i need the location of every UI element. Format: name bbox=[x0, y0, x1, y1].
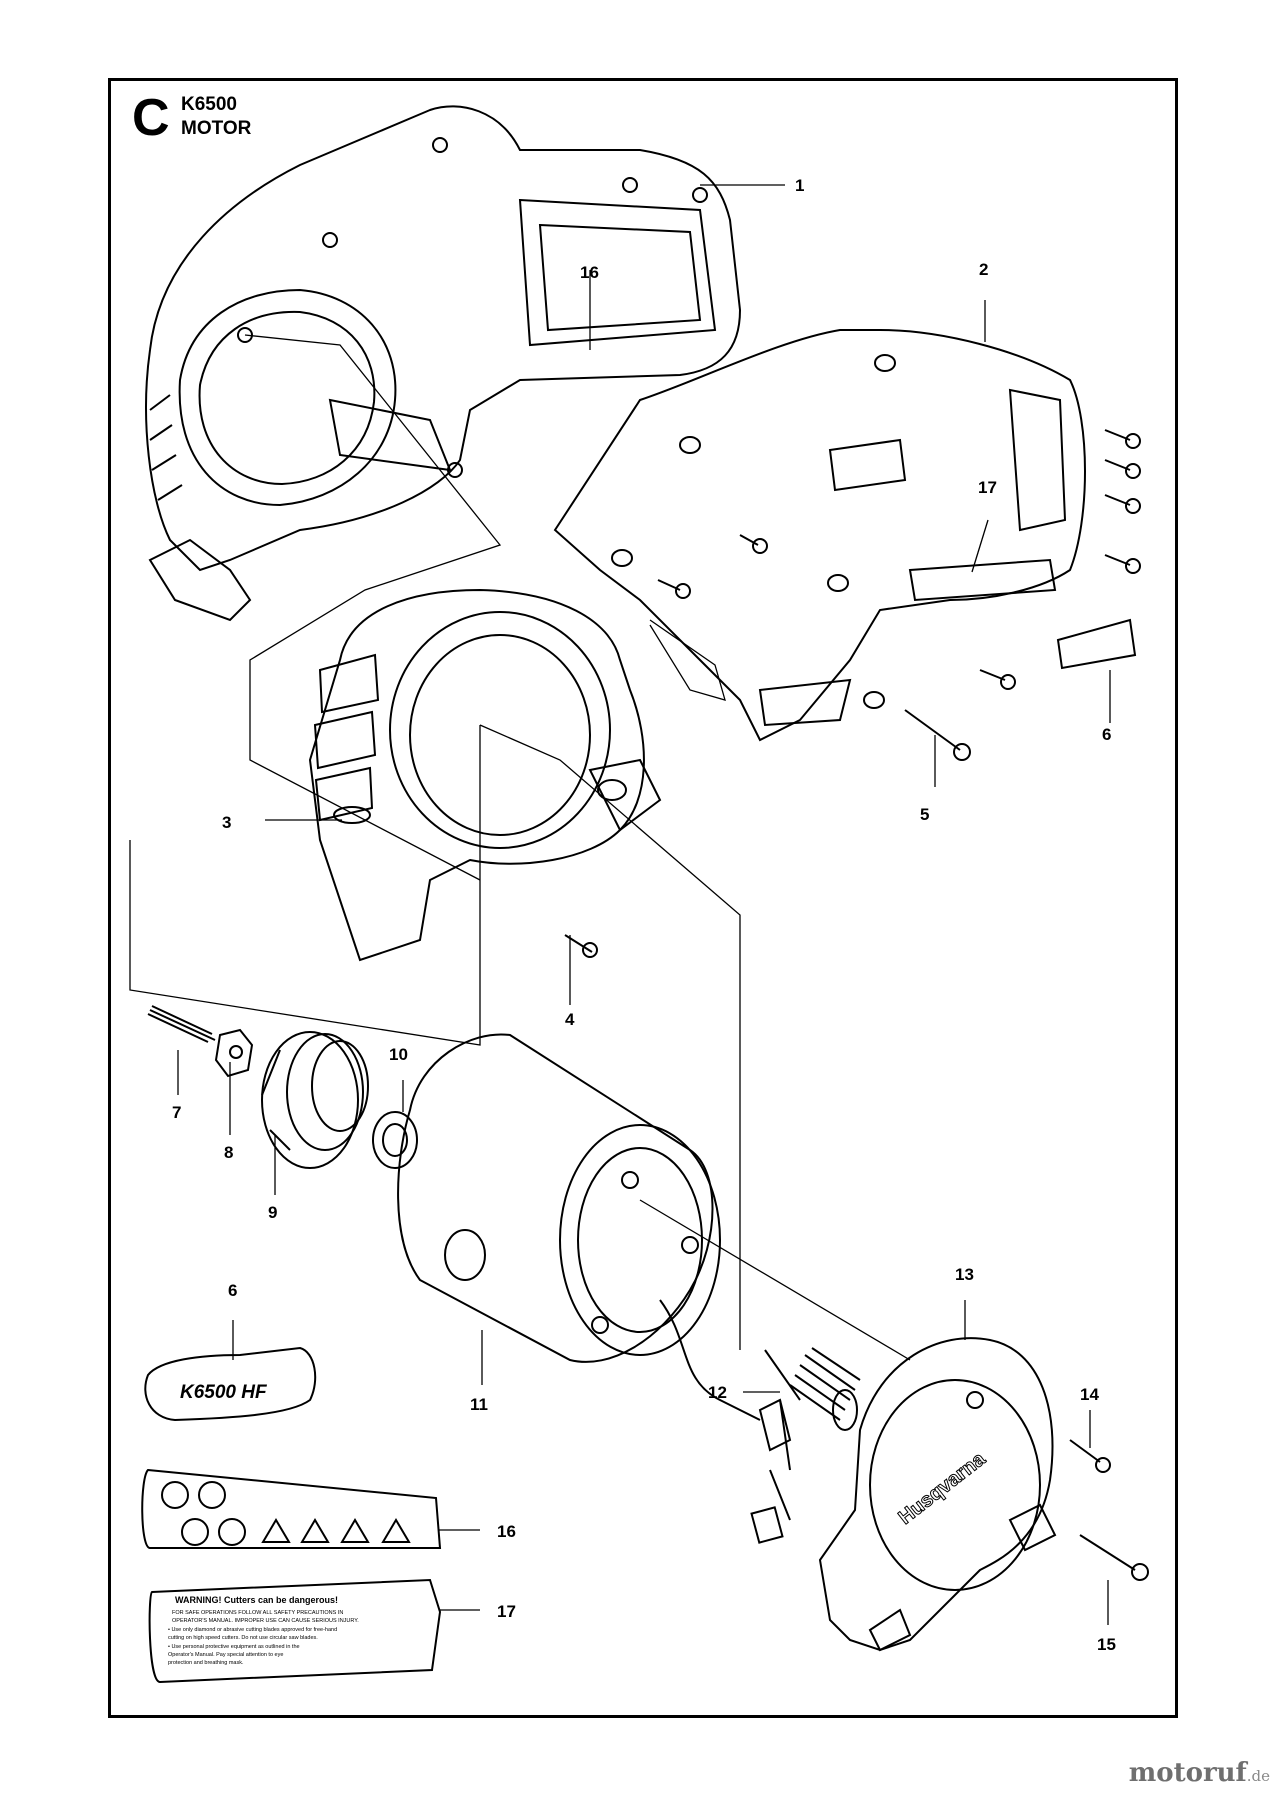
part-14-screw bbox=[1069, 1439, 1111, 1473]
warning-line: FOR SAFE OPERATIONS FOLLOW ALL SAFETY PR… bbox=[172, 1610, 343, 1616]
callout-5: 5 bbox=[920, 805, 929, 824]
part-3-fan-housing bbox=[308, 588, 662, 962]
warning-line: • Use personal protective equipment as o… bbox=[168, 1644, 300, 1650]
callout-3: 3 bbox=[222, 813, 231, 832]
watermark-tld: .de bbox=[1246, 1767, 1270, 1785]
part-6-decal-k6500 bbox=[144, 1346, 317, 1422]
callout-13: 13 bbox=[955, 1265, 974, 1284]
part-7-screw bbox=[147, 1005, 216, 1043]
part-12-spring bbox=[764, 1347, 861, 1431]
part-2-handle-cover bbox=[553, 329, 1086, 742]
part-15-screw bbox=[1079, 1534, 1149, 1581]
diagram-frame bbox=[108, 78, 1178, 1718]
part-8-nut bbox=[214, 1028, 254, 1078]
callout-16-upper: 16 bbox=[580, 263, 599, 282]
callout-12: 12 bbox=[708, 1383, 727, 1402]
callout-17-lower: 17 bbox=[497, 1602, 516, 1621]
part-11-motor bbox=[397, 1033, 792, 1544]
warning-line: Operator's Manual. Pay special attention… bbox=[168, 1652, 283, 1658]
cover-screws bbox=[657, 429, 1141, 690]
part-6-decal-small bbox=[1056, 618, 1137, 670]
watermark-main: motoruf bbox=[1128, 1758, 1247, 1788]
model-name: K6500 bbox=[181, 94, 237, 115]
callout-16-lower: 16 bbox=[497, 1522, 516, 1541]
callout-9: 9 bbox=[268, 1203, 277, 1222]
callout-2: 2 bbox=[979, 260, 988, 279]
part-13-end-cover bbox=[818, 1337, 1057, 1652]
callout-6-upper: 6 bbox=[1102, 725, 1111, 744]
callout-1: 1 bbox=[795, 176, 804, 195]
callout-17-upper: 17 bbox=[978, 478, 997, 497]
part-5-screw bbox=[904, 709, 971, 761]
callout-14: 14 bbox=[1080, 1385, 1099, 1404]
section-letter: C bbox=[132, 89, 170, 147]
site-watermark: motoruf.de bbox=[1129, 1758, 1270, 1788]
callout-7: 7 bbox=[172, 1103, 181, 1122]
part-16-safety-decal bbox=[141, 1468, 442, 1549]
decal-k6500-text: K6500 HF bbox=[180, 1382, 268, 1403]
warning-title: WARNING! Cutters can be dangerous! bbox=[175, 1595, 338, 1605]
warning-line: OPERATOR'S MANUAL. IMPROPER USE CAN CAUS… bbox=[172, 1618, 359, 1624]
part-1-upper-housing bbox=[145, 105, 742, 622]
warning-line: • Use only diamond or abrasive cutting b… bbox=[168, 1627, 337, 1633]
part-10-seal bbox=[372, 1111, 418, 1169]
callout-8: 8 bbox=[224, 1143, 233, 1162]
warning-line: cutting on high speed cutters. Do not us… bbox=[168, 1635, 318, 1641]
part-17-warning-decal bbox=[148, 1578, 442, 1684]
callout-11: 11 bbox=[470, 1395, 488, 1414]
assembly-group-title: MOTOR bbox=[181, 118, 252, 139]
cover-brand-text: Husqvarna bbox=[895, 1447, 991, 1529]
callout-4: 4 bbox=[565, 1010, 575, 1029]
part-9-pulley bbox=[261, 1031, 369, 1169]
warning-line: protection and breathing mask. bbox=[168, 1660, 244, 1666]
callout-6-lower: 6 bbox=[228, 1281, 237, 1300]
leader-lines bbox=[129, 184, 1111, 1625]
callout-15: 15 bbox=[1097, 1635, 1116, 1654]
callout-10: 10 bbox=[389, 1045, 408, 1064]
